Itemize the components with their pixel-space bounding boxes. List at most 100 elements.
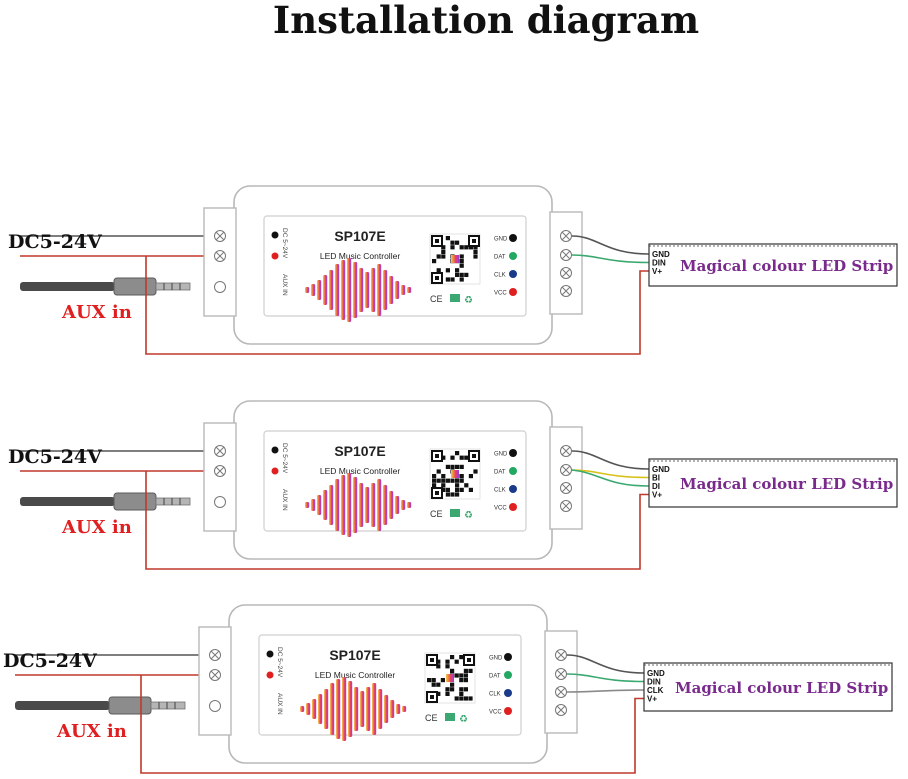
- qr-module: [436, 268, 441, 273]
- aux-side-label: AUX IN: [281, 489, 288, 511]
- qr-module: [455, 464, 460, 469]
- left-terminal-block: [198, 626, 232, 736]
- aux-plug-tip: [155, 282, 191, 291]
- qr-module: [440, 678, 445, 683]
- port-dot-vcc: [509, 503, 517, 511]
- qr-module: [468, 487, 473, 492]
- certification-icon: [450, 294, 460, 302]
- qr-module: [463, 668, 468, 673]
- wave-bar: [401, 285, 406, 295]
- port-label-clk: CLK: [489, 692, 501, 698]
- wave-bar: [377, 479, 382, 531]
- wave-bar: [329, 485, 334, 525]
- wave-bar: [317, 280, 322, 300]
- qr-module: [455, 268, 460, 273]
- screw-slot: [561, 465, 571, 475]
- qr-module: [450, 478, 455, 483]
- aux-indicator-icon: [271, 252, 279, 260]
- wave-bar: [402, 706, 407, 712]
- qr-module: [459, 277, 464, 282]
- screw-slot: [561, 250, 571, 260]
- certification-icon: [450, 509, 460, 517]
- qr-module: [436, 478, 441, 483]
- port-label-vcc: VCC: [489, 710, 502, 716]
- port-dot-vcc: [509, 288, 517, 296]
- qr-finder-center: [467, 658, 471, 662]
- wave-bar: [335, 264, 340, 316]
- qr-module: [473, 249, 478, 254]
- qr-module: [445, 687, 450, 692]
- aux-cable: [20, 282, 115, 291]
- right-screw: [560, 230, 572, 242]
- qr-module: [463, 678, 468, 683]
- screw-slot: [561, 268, 571, 278]
- qr-module: [436, 469, 441, 474]
- qr-module: [459, 263, 464, 268]
- dc-side-label: DC 5~24V: [281, 228, 288, 259]
- wave-bar: [317, 495, 322, 515]
- qr-module: [445, 268, 450, 273]
- qr-module: [473, 245, 478, 250]
- screw-slot: [561, 286, 571, 296]
- aux-side-label: AUX IN: [281, 274, 288, 296]
- wave-bar: [407, 502, 412, 508]
- controller-subtitle: LED Music Controller: [315, 670, 395, 680]
- wave-bar: [395, 281, 400, 299]
- qr-module: [455, 240, 460, 245]
- qr-module: [441, 483, 446, 488]
- qr-module: [445, 277, 450, 282]
- wave-bar: [359, 483, 364, 527]
- certification-icon: [445, 713, 455, 721]
- screw-slot: [215, 251, 225, 261]
- screw-slot: [215, 466, 225, 476]
- qr-module: [459, 687, 464, 692]
- aux-plug-tip: [150, 701, 186, 710]
- power-input-label: DC5-24V: [8, 446, 103, 468]
- port-dot-clk: [509, 485, 517, 493]
- port-dot-dat: [504, 671, 512, 679]
- wave-bar: [389, 491, 394, 519]
- qr-finder-center: [435, 276, 439, 280]
- aux-socket: [209, 700, 221, 712]
- out-gnd-wire: [566, 654, 645, 674]
- qr-module: [441, 245, 446, 250]
- controller-model: SP107E: [329, 647, 380, 663]
- strip-pin-di: DI: [652, 482, 660, 491]
- strip-pin-gnd: GND: [647, 669, 665, 678]
- led-strip-box: [648, 458, 898, 508]
- controller-label-card: [263, 430, 527, 532]
- qr-module: [441, 474, 446, 479]
- out-gnd-wire: [571, 450, 650, 470]
- screw-slot: [556, 669, 566, 679]
- wave-bar: [306, 703, 311, 715]
- qr-module: [436, 659, 441, 664]
- port-label-vcc: VCC: [494, 506, 507, 512]
- qr-module: [445, 659, 450, 664]
- left-screw: [214, 445, 226, 457]
- qr-finder-center: [435, 491, 439, 495]
- qr-module: [450, 668, 455, 673]
- wave-bar: [359, 268, 364, 312]
- wave-bar: [401, 500, 406, 510]
- qr-module: [454, 673, 459, 678]
- right-screw: [560, 464, 572, 476]
- qr-module: [450, 240, 455, 245]
- wave-bar: [390, 700, 395, 718]
- aux-cable: [15, 701, 110, 710]
- wave-bar: [407, 287, 412, 293]
- qr-module: [459, 678, 464, 683]
- wave-bar: [330, 683, 335, 735]
- wave-bar: [396, 704, 401, 714]
- screw-slot: [561, 501, 571, 511]
- qr-module: [455, 272, 460, 277]
- screw-slot: [556, 650, 566, 660]
- qr-module: [427, 678, 432, 683]
- qr-module: [463, 696, 468, 701]
- out-backup-data-wire: [571, 469, 650, 479]
- qr-finder-center: [430, 695, 434, 699]
- qr-module: [459, 691, 464, 696]
- right-screw: [555, 668, 567, 680]
- qr-module: [450, 277, 455, 282]
- wave-bar: [300, 706, 305, 712]
